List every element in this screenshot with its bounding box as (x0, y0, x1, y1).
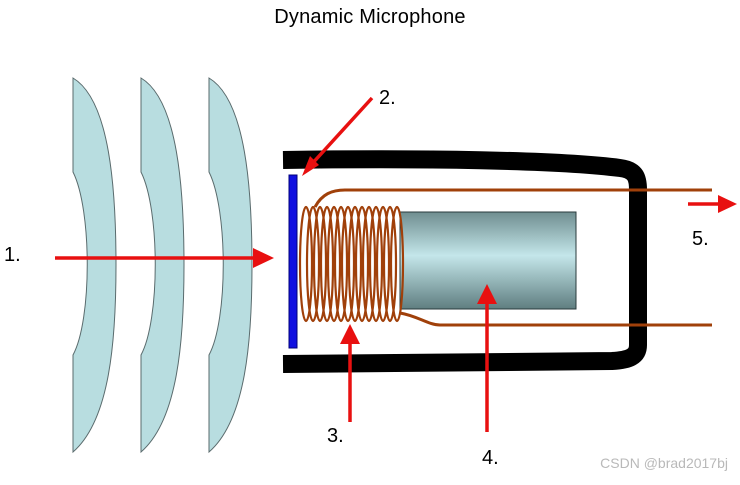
label-sound-waves: 1. (4, 244, 21, 266)
arrow-diaphragm (302, 96, 374, 176)
output-wire-bottom (399, 311, 712, 327)
label-diaphragm: 2. (379, 87, 396, 109)
arrow-voice-coil (340, 324, 360, 422)
sound-wave-3 (208, 77, 253, 454)
label-output: 5. (692, 228, 709, 250)
arrow-output (688, 195, 737, 213)
output-wire-top (313, 188, 712, 208)
arrow-sound-input (55, 248, 274, 268)
label-magnet: 4. (482, 447, 499, 469)
voice-coil (298, 205, 405, 323)
diaphragm (288, 174, 298, 349)
arrow-magnet (477, 284, 497, 432)
watermark: CSDN @brad2017bj (600, 455, 728, 471)
sound-wave-2 (140, 77, 185, 454)
sound-wave-1 (72, 77, 117, 454)
microphone-housing (282, 150, 647, 373)
diagram-title: Dynamic Microphone (274, 6, 466, 28)
label-voice-coil: 3. (327, 425, 344, 447)
